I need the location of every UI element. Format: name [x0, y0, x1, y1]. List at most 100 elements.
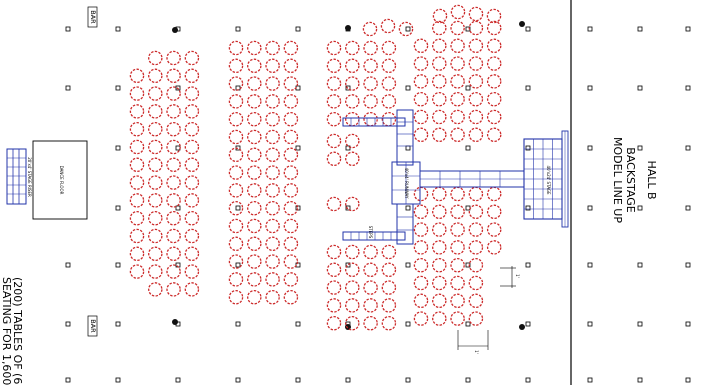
- table: [228, 183, 244, 198]
- column-marker: [235, 205, 241, 211]
- table: [247, 58, 262, 74]
- table: [166, 264, 181, 279]
- table: [265, 236, 280, 252]
- table: [228, 58, 244, 74]
- table: [432, 56, 447, 71]
- table-layout: [129, 4, 502, 331]
- seating-note: (200) TABLES OF (6 SEATING FOR 1,600: [0, 277, 24, 385]
- column-marker: [587, 262, 593, 268]
- table: [468, 20, 484, 36]
- table: [450, 91, 465, 107]
- table: [450, 186, 465, 202]
- column-marker: [685, 262, 691, 268]
- table: [283, 165, 299, 180]
- table: [265, 183, 280, 198]
- table: [129, 264, 145, 279]
- bar-bottom-label: BAR: [89, 319, 97, 333]
- column-marker: [587, 145, 593, 151]
- table: [381, 94, 397, 109]
- table: [326, 298, 342, 313]
- table: [450, 74, 465, 89]
- table: [413, 38, 429, 54]
- column-marker: [65, 321, 71, 327]
- column-marker: [405, 262, 411, 268]
- column-marker: [685, 85, 691, 91]
- table: [432, 257, 447, 273]
- table: [283, 272, 299, 287]
- table: [345, 133, 360, 149]
- table: [486, 109, 502, 125]
- table: [166, 68, 181, 84]
- table: [486, 127, 502, 143]
- table: [345, 94, 360, 109]
- table: [148, 175, 163, 190]
- table: [326, 94, 342, 109]
- column-marker: [587, 205, 593, 211]
- table: [381, 58, 397, 74]
- column-marker: [115, 205, 121, 211]
- seating-note-line-2: SEATING FOR 1,600: [0, 277, 13, 385]
- column-marker: [295, 377, 301, 383]
- table: [450, 20, 465, 36]
- table: [486, 186, 502, 202]
- table: [247, 147, 262, 163]
- column-marker: [587, 85, 593, 91]
- table: [265, 254, 280, 269]
- table: [247, 254, 262, 269]
- column-marker: [637, 377, 643, 383]
- table: [450, 4, 466, 20]
- column-marker: [345, 145, 351, 151]
- table: [468, 127, 484, 143]
- column-marker: [525, 321, 531, 327]
- table: [326, 58, 342, 74]
- table: [468, 91, 484, 107]
- column-marker: [685, 145, 691, 151]
- table: [129, 246, 145, 262]
- table: [345, 298, 360, 313]
- table: [486, 56, 502, 71]
- table: [184, 121, 200, 137]
- table: [468, 257, 484, 273]
- structural-column: [519, 21, 525, 27]
- dance-floor: DANCE FLOOR: [32, 140, 88, 220]
- table: [413, 257, 429, 273]
- table: [184, 68, 200, 84]
- column-marker: [115, 377, 121, 383]
- table: [381, 298, 397, 313]
- table: [363, 244, 378, 260]
- dimension-label-right: 1': [515, 274, 520, 278]
- table: [345, 111, 360, 127]
- column-marker: [685, 377, 691, 383]
- table: [326, 111, 342, 127]
- table: [166, 157, 181, 173]
- table: [129, 193, 145, 208]
- column-marker: [685, 321, 691, 327]
- table: [468, 293, 484, 309]
- table: [450, 257, 465, 273]
- table: [129, 68, 145, 84]
- table: [381, 315, 397, 331]
- table: [129, 121, 145, 137]
- column-marker: [295, 205, 301, 211]
- column-marker: [525, 205, 531, 211]
- table: [247, 129, 262, 145]
- hall-title: HALL B BACKSTAGE MODEL LINE UP: [611, 137, 658, 223]
- column-marker: [405, 85, 411, 91]
- table: [413, 311, 429, 326]
- table: [166, 121, 181, 137]
- table: [148, 104, 163, 119]
- table: [265, 111, 280, 127]
- table: [432, 222, 447, 237]
- table: [228, 218, 244, 234]
- column-marker: [465, 377, 471, 383]
- table: [166, 246, 181, 262]
- table: [184, 282, 200, 297]
- column-marker: [235, 377, 241, 383]
- table: [148, 86, 163, 101]
- column-marker: [295, 321, 301, 327]
- table: [363, 262, 378, 278]
- table: [468, 204, 484, 220]
- table: [184, 228, 200, 244]
- column-marker: [345, 205, 351, 211]
- table: [381, 111, 397, 127]
